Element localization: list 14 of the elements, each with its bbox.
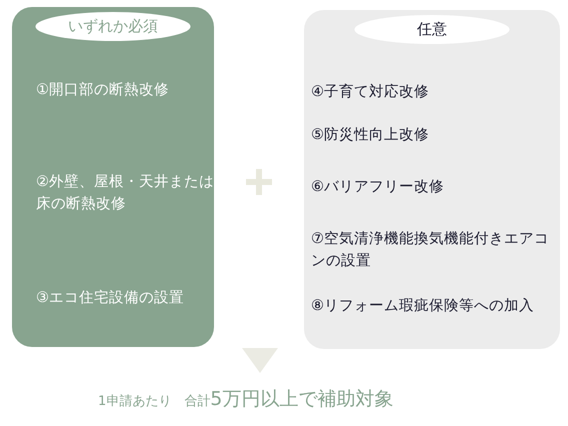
panel-heading: 任意	[354, 15, 510, 44]
arrow	[242, 348, 278, 373]
renovation-item: ①開口部の断熱改修	[36, 80, 170, 100]
renovation-item: ④子育て対応改修	[311, 82, 430, 102]
subsidy-condition-text: 5万円以上で補助対象	[210, 387, 394, 412]
renovation-item: ⑦空気清浄機能換気機能付きエアコンの設置	[311, 230, 550, 271]
renovation-item: ⑤防災性向上改修	[311, 126, 430, 145]
renovation-item: ③エコ住宅設備の設置	[36, 288, 185, 308]
subsidy-condition-text: 1申請あたり 合計	[98, 393, 210, 410]
renovation-item: ⑧リフォーム瑕疵保険等への加入	[311, 297, 535, 316]
renovation-item: ⑥バリアフリー改修	[311, 178, 445, 197]
renovation-item: ②外壁、屋根・天井または床の断熱改修	[36, 173, 215, 214]
panel-heading: いずれか必須	[36, 12, 190, 41]
category-panel	[12, 7, 214, 347]
